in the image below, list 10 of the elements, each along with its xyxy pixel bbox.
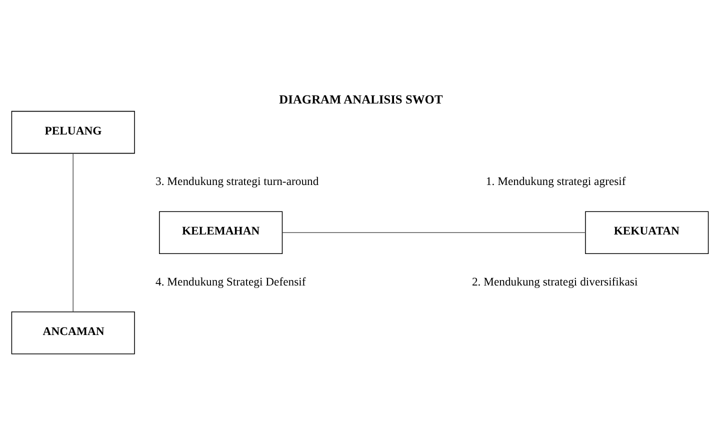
node-box: ANCAMAN [11,311,135,354]
label: 3. Mendukung strategi turn-around [156,174,319,188]
label: 2. Mendukung strategi diversifikasi [472,274,638,288]
label: 1. Mendukung strategi agresif [486,174,626,188]
diagram-title: DIAGRAM ANALISIS SWOT [279,92,443,106]
node-box: KEKUATAN [585,210,709,254]
node-box: PELUANG [11,110,135,154]
label: 4. Mendukung Strategi Defensif [156,274,306,288]
node-box: KELEMAHAN [159,210,283,254]
connector [72,152,74,312]
